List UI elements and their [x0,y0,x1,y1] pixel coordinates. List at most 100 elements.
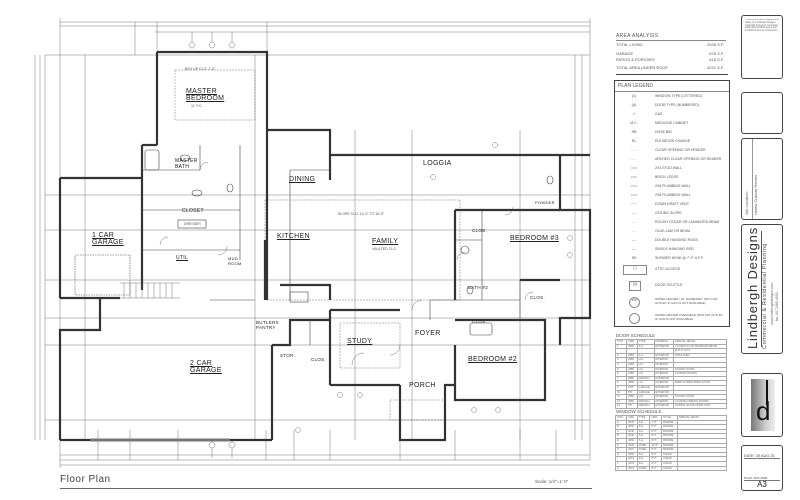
shower-head-icon: SH [631,256,637,260]
room-loggia: LOGGIA [423,160,452,167]
window-schedule-title: WINDOW SCHEDULE [616,409,662,414]
family-slope-note: SLOPE CLG. 10'-0" TO 16'-0" [338,212,385,216]
plan-field: PLAN: SPS 2928 [744,476,780,481]
legend-item: ....ROUGH CEDAR OR LAMINATED BEAM [615,218,729,227]
legend-item: OWATER HEATER OVERHEAD (RUN 220 OUTLET I… [615,311,729,325]
area-analysis-title: AREA ANALYSIS [616,33,659,39]
divider [616,74,728,75]
job-location-box: Job Location: Nelms Custom Homes [741,138,783,220]
legend-item: ===2X4 STUD WALL [615,164,729,173]
room-util: UTIL [176,255,189,261]
logo-gradient [751,379,775,431]
firm-box: Lindbergh Designs Commercial & Residenti… [741,224,783,354]
ceiling-slope-icon: --- [632,211,636,215]
job-location-label: Job Location: [744,191,749,215]
divider [615,91,729,92]
beam-icon: .... [632,220,636,224]
room-family: FAMILY [372,238,399,245]
water-heater-overhead-icon: O [629,313,640,324]
gas-icon: -+ [632,112,636,116]
room-2-car-garage: 2 CAR GARAGE [190,360,222,374]
attic-access-icon: [ ] [623,265,647,275]
legend-item: ===2X6 PLUMBING WALL [615,182,729,191]
room-closet-bath: CLOS. [472,319,488,324]
legend-item: - - -CLEAR OPENING OR HEADER [615,146,729,155]
sheet-info-box: DATE: 20 AUG 25 PLAN: SPS 2928 A3 [741,445,783,491]
notes-box: These plans were designed and drawn by L… [741,15,783,79]
title-underline [60,488,592,489]
room-foyer: FOYER [415,330,441,337]
room-powder: POWDER [535,200,555,205]
room-study: STUDY [347,338,373,345]
firm-phone: fax (817)385-4900 [775,292,779,321]
room-bath-2: BATH #2 [468,285,489,290]
legend-item: ---CEILING SLOPE [615,209,729,218]
room-bedroom-3: BEDROOM #3 [510,235,559,242]
plumbing-wall-icon: === [630,184,638,188]
legend-item: ---SINGLE HANGING ROD [615,245,729,254]
firm-website: www.lindberghdesigns.com [770,282,774,325]
legend-item: M.C.MEDICINE CABINET [615,119,729,128]
plumbing-wall-icon: === [630,193,638,197]
double-rod-icon: --- [632,238,636,242]
stud-wall-icon: === [630,166,638,170]
floor-plan-linework [34,18,592,468]
job-location-value: Nelms Custom Homes [753,174,758,215]
room-master-bedroom: MASTER BEDROOM [186,88,225,102]
room-dining: DINING [289,176,316,183]
room-bedroom-2: BEDROOM #2 [468,356,517,363]
room-note: BOX UP CLG. 1'-0" [185,67,216,71]
room-ceiling: 11' P.C. [191,104,203,108]
blank-box [741,92,783,134]
room-closet-b2: CLOS. [530,295,546,300]
date-field: DATE: 20 AUG 25 [744,454,780,459]
logo-box: d [741,373,783,437]
room-mud-room: MUD ROOM [228,256,242,266]
brick-ledge-icon: === [630,175,638,179]
vent-icon: ~~~ [630,202,638,206]
divider [616,40,726,41]
room-butlers-pantry: BUTLERS PANTRY [256,320,279,330]
legend-item: - -GLUE-LAM OR BEAM [615,227,729,236]
legend-item: [X]DOOR SCUTTLE [615,279,729,293]
legend-item: ---DOUBLE HANGING RODS [615,236,729,245]
room-1-car-garage: 1 CAR GARAGE [92,232,124,246]
elevation-change-icon: EL [631,139,637,143]
glulam-icon: - - [632,229,636,233]
divider [752,139,753,219]
room-master-bath: MASTER BATH [175,158,198,170]
legend-item: ~~~DOWN DRAFT VENT [615,200,729,209]
sheet-number: A3 [757,480,767,489]
window-tag-icon: (1) [631,94,637,98]
room-kitchen: KITCHEN [277,233,310,240]
legend-item: (A)DOOR TYPE (NUMBERED) [615,101,729,110]
clear-opening-icon: - - - [631,148,637,152]
door-schedule-title: DOOR SCHEDULE [616,333,656,338]
plan-legend-title: PLAN LEGEND [618,83,654,89]
logo-letter: d [756,396,771,426]
room-closet-hall: CLOS. [311,357,327,362]
dresser-label: DRESSER [184,222,201,226]
water-heater-icon: WH [629,297,640,308]
drawing-title: Floor Plan [60,474,111,485]
room-closet-b3: CLOS. [472,228,488,233]
medicine-cabinet-icon: M.C. [630,121,638,125]
single-rod-icon: --- [632,247,636,251]
divider [761,231,762,347]
hose-bib-icon: HB [631,130,637,134]
plan-legend: PLAN LEGEND (1)WINDOW TYPE (LETTERED) (A… [614,80,730,327]
floor-plan-drawing: MASTER BEDROOM BOX UP CLG. 1'-0" 11' P.C… [34,18,592,489]
firm-name: Lindbergh Designs [745,226,760,349]
